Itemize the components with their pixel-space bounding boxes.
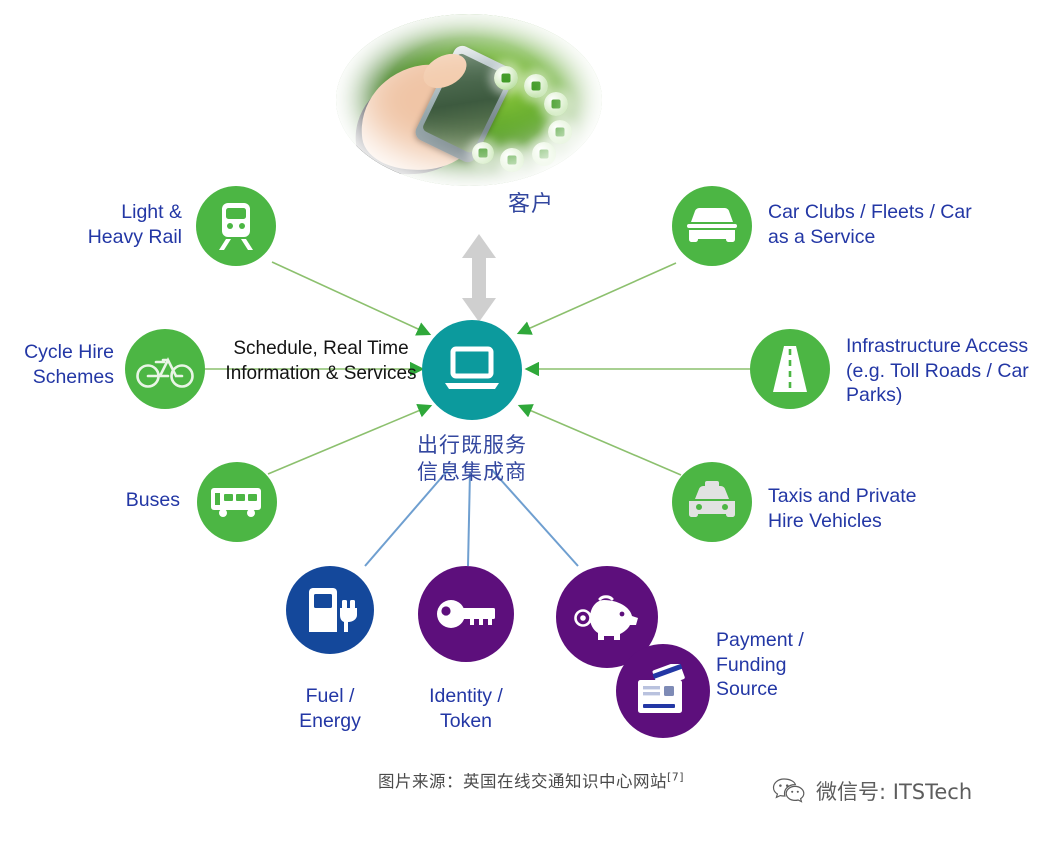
node-label-fuel-energy: Fuel / Energy — [299, 685, 361, 732]
bidirectional-arrow-icon — [462, 234, 496, 322]
wallet-card-icon — [638, 664, 687, 713]
piggy-bank-icon — [574, 595, 638, 640]
road-icon — [773, 346, 807, 392]
node-fuel-energy[interactable] — [286, 566, 374, 654]
hub-node-mobility-service-integrator[interactable] — [422, 320, 522, 420]
photo-icon-bubble — [472, 142, 494, 164]
photo-icon-bubble — [500, 148, 524, 172]
car-icon — [687, 208, 737, 242]
hub-label-line2: 信息集成商 — [417, 460, 527, 485]
photo-icon-bubble — [524, 74, 548, 98]
source-reference: [7] — [666, 770, 685, 784]
photo-icon-bubble — [544, 92, 568, 116]
node-label-identity-token: Identity / Token — [429, 685, 503, 732]
taxi-icon — [689, 481, 735, 517]
node-infrastructure-access[interactable] — [750, 329, 830, 409]
node-label-taxis-private-hire: Taxis and Private Hire Vehicles — [768, 485, 917, 532]
hub-label: 出行既服务 信息集成商 — [352, 432, 592, 487]
node-light-heavy-rail[interactable] — [196, 186, 276, 266]
wechat-icon — [772, 778, 805, 803]
node-label-payment-funding-source: Payment / Funding Source — [716, 629, 804, 701]
flow-label: Schedule, Real Time Information & Servic… — [225, 338, 417, 384]
bicycle-icon — [136, 357, 194, 388]
photo-icon-bubble — [548, 120, 572, 144]
photo-vignette — [336, 14, 602, 186]
bus-icon — [211, 488, 261, 517]
fuel-pump-icon — [309, 588, 357, 632]
node-label-buses: Buses — [125, 489, 180, 511]
node-car-clubs-fleets[interactable] — [672, 186, 752, 266]
node-label-light-heavy-rail: Light & Heavy Rail — [87, 201, 182, 248]
source-caption: 图片来源：英国在线交通知识中心网站[7] — [0, 768, 1062, 792]
node-label-car-clubs-fleets: Car Clubs / Fleets / Car as a Service — [768, 201, 972, 248]
photo-icon-bubble — [532, 142, 556, 166]
watermark-text: 微信号: ITSTech — [816, 780, 973, 804]
node-identity-token[interactable] — [418, 566, 514, 662]
node-cycle-hire-schemes[interactable] — [125, 329, 205, 409]
key-icon — [437, 600, 495, 628]
customer-photo — [336, 14, 602, 186]
customer-label: 客户 — [507, 192, 554, 217]
source-caption-text: 图片来源：英国在线交通知识中心网站 — [377, 772, 667, 791]
node-buses[interactable] — [197, 462, 277, 542]
node-payment-wallet-secondary[interactable] — [616, 644, 710, 738]
hub-label-line1: 出行既服务 — [417, 433, 527, 457]
node-label-cycle-hire-schemes: Cycle Hire Schemes — [24, 341, 114, 388]
laptop-icon — [445, 346, 499, 389]
photo-icon-bubble — [494, 66, 518, 90]
watermark: 微信号: ITSTech — [772, 776, 972, 806]
node-label-infrastructure-access: Infrastructure Access (e.g. Toll Roads /… — [846, 335, 1029, 407]
train-icon — [219, 203, 253, 250]
node-taxis-private-hire[interactable] — [672, 462, 752, 542]
